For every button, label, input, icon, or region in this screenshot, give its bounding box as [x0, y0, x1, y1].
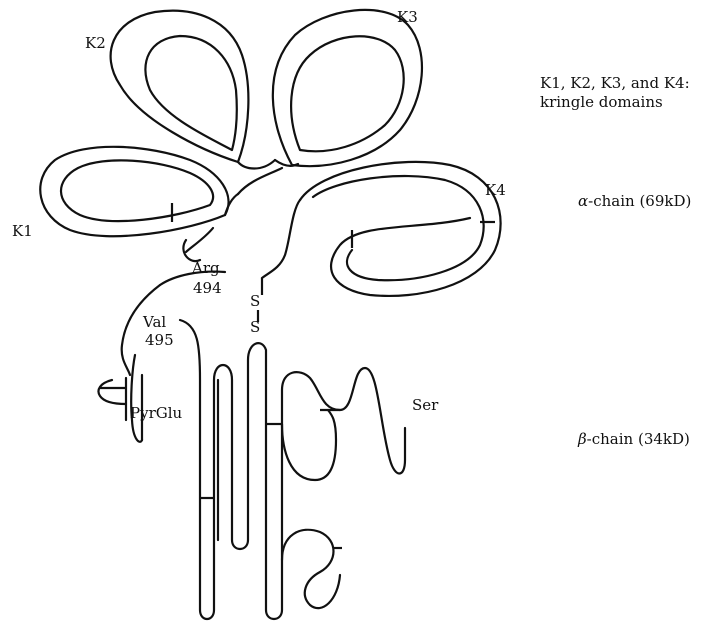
label-pyrglu: PyrGlu	[130, 404, 183, 422]
beta-symbol: β	[578, 430, 587, 448]
label-val-495: 495	[145, 331, 174, 349]
alpha-symbol: α	[578, 192, 588, 210]
alpha-chain	[40, 10, 500, 375]
disulfide-s-top: S	[250, 292, 260, 310]
label-ser: Ser	[412, 396, 439, 414]
label-val: Val	[142, 313, 166, 331]
label-arg: Arg	[191, 259, 220, 277]
beta-chain-text: -chain (34kD)	[587, 430, 690, 448]
kringle-k4	[300, 162, 501, 296]
disulfide-s-bottom: S	[250, 318, 260, 336]
label-arg-494: 494	[193, 279, 222, 297]
kringle-legend-line2: kringle domains	[540, 93, 690, 112]
beta-chain	[99, 320, 406, 619]
label-k4: K4	[485, 181, 506, 199]
label-k2: K2	[85, 34, 106, 52]
beta-chain-label: β-chain (34kD)	[578, 430, 690, 449]
kringle-k3	[273, 10, 422, 166]
alpha-chain-text: -chain (69kD)	[588, 192, 691, 210]
label-k1: K1	[12, 222, 33, 240]
kringle-k2	[111, 11, 275, 169]
disulfide-bridge: S S	[250, 278, 262, 336]
kringle-legend: K1, K2, K3, and K4: kringle domains	[540, 74, 690, 112]
kringle-k1	[40, 147, 238, 236]
label-k3: K3	[397, 8, 418, 26]
kringle-legend-line1: K1, K2, K3, and K4:	[540, 74, 690, 93]
alpha-chain-label: α-chain (69kD)	[578, 192, 691, 211]
diagram-labels: K1 K2 K3 K4 Arg 494 Val 495 PyrGlu Ser	[12, 8, 506, 422]
